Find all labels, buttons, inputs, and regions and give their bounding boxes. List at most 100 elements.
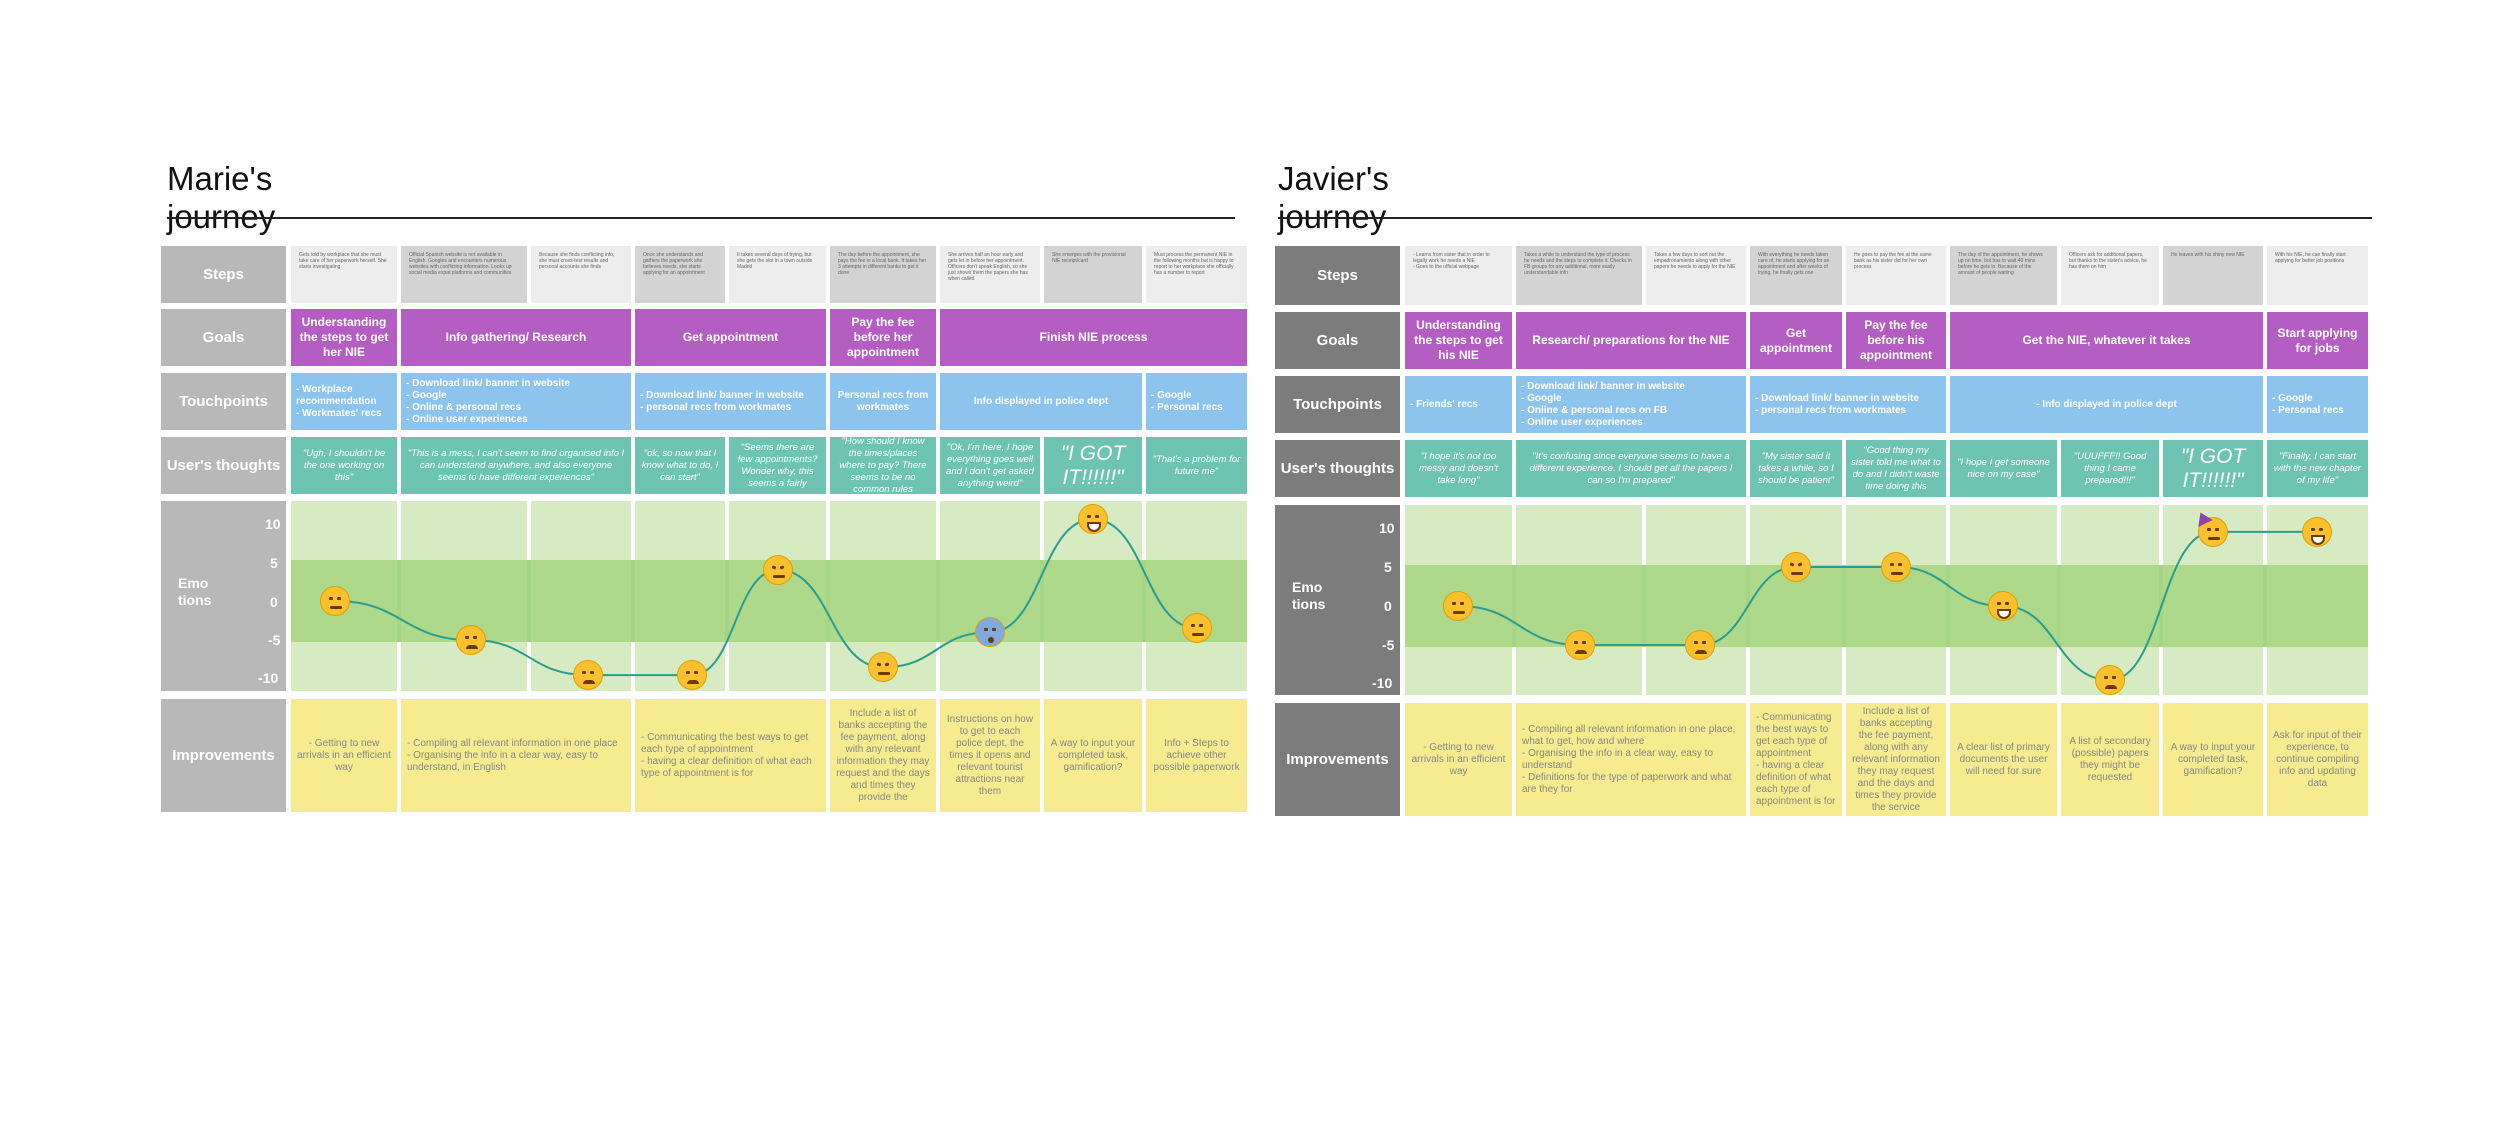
row-label-touchpoints: Touchpoints bbox=[161, 373, 286, 430]
journey-title: Javier's journey bbox=[1278, 160, 1389, 235]
goal-cell: Info gathering/ Research bbox=[401, 309, 631, 366]
step-cell: The day of the appointment, he shows up … bbox=[1950, 246, 2057, 305]
touchpoint-cell: - Google - Personal recs bbox=[1146, 373, 1247, 430]
thought-cell: "UUUFFF!! Good thing I came prepared!!!" bbox=[2061, 440, 2159, 497]
emotion-curve bbox=[1457, 530, 2317, 682]
improvement-cell: Instructions on how to get to each polic… bbox=[940, 699, 1040, 812]
emoji-fear-icon bbox=[975, 617, 1005, 648]
tick-label: -5 bbox=[268, 632, 281, 648]
touchpoint-cell: - Download link/ banner in website - Goo… bbox=[1516, 376, 1746, 433]
improvement-cell: Include a list of banks accepting the fe… bbox=[1846, 703, 1946, 816]
emotion-column bbox=[1846, 505, 1946, 695]
improvement-cell: A way to input your completed task, gami… bbox=[1044, 699, 1142, 812]
touchpoint-cell: Personal recs from workmates bbox=[830, 373, 936, 430]
touchpoint-cell: - Download link/ banner in website - per… bbox=[635, 373, 826, 430]
step-cell: With his NIE, he can finally start apply… bbox=[2267, 246, 2368, 305]
tick-label: 10 bbox=[265, 516, 281, 532]
thought-cell: "That's a problem for future me" bbox=[1146, 437, 1247, 494]
row-label-thoughts: User's thoughts bbox=[161, 437, 286, 494]
step-cell: It takes several days of trying, but she… bbox=[729, 246, 826, 303]
goal-cell: Understanding the steps to get his NIE bbox=[1405, 312, 1512, 369]
row-label-touchpoints: Touchpoints bbox=[1275, 376, 1400, 433]
row-label-improvements: Improvements bbox=[1275, 703, 1400, 816]
touchpoint-cell: - Friends' recs bbox=[1405, 376, 1512, 433]
thought-cell: "Ok, I'm here, I hope everything goes we… bbox=[940, 437, 1040, 494]
goal-cell: Finish NIE process bbox=[940, 309, 1247, 366]
step-cell: Must process the permanent NIE in the fo… bbox=[1146, 246, 1247, 303]
goal-cell: Understanding the steps to get her NIE bbox=[291, 309, 397, 366]
emoji-neutral-icon bbox=[1443, 591, 1473, 621]
tick-label: 0 bbox=[270, 594, 278, 610]
emoji-neutral-icon bbox=[320, 586, 350, 616]
emotion-column bbox=[1516, 505, 1642, 695]
thought-cell: "Finally, I can start with the new chapt… bbox=[2267, 440, 2368, 497]
thought-cell: "Ugh, I shouldn't be the one working on … bbox=[291, 437, 397, 494]
row-label-steps: Steps bbox=[1275, 246, 1400, 305]
emotion-column bbox=[531, 501, 631, 691]
emotion-column bbox=[401, 501, 527, 691]
improvement-cell: A way to input your completed task, gami… bbox=[2163, 703, 2263, 816]
step-cell: Official Spanish website is not availabl… bbox=[401, 246, 527, 303]
emoji-sad-icon bbox=[2095, 665, 2125, 696]
row-label-emotions bbox=[1275, 505, 1400, 695]
title-divider bbox=[1278, 217, 2372, 219]
row-label-goals: Goals bbox=[1275, 312, 1400, 369]
improvement-cell: - Getting to new arrivals in an efficien… bbox=[291, 699, 397, 812]
tick-label: 5 bbox=[270, 555, 278, 571]
improvement-cell: - Getting to new arrivals in an efficien… bbox=[1405, 703, 1512, 816]
step-cell: Takes a while to understand the type of … bbox=[1516, 246, 1642, 305]
improvement-cell: Info + Steps to achieve other possible p… bbox=[1146, 699, 1247, 812]
step-cell: Once she understands and gathers the pap… bbox=[635, 246, 725, 303]
emoji-neutral-icon bbox=[1182, 613, 1212, 644]
emotion-column bbox=[635, 501, 725, 691]
step-cell: Takes a few days to sort out the empadro… bbox=[1646, 246, 1746, 305]
tick-label: -5 bbox=[1382, 637, 1395, 653]
emotion-column bbox=[1646, 505, 1746, 695]
row-label-steps: Steps bbox=[161, 246, 286, 303]
step-cell: Gets told by workplace that she must tak… bbox=[291, 246, 397, 303]
step-cell: He leaves with his shiny new NIE bbox=[2163, 246, 2263, 305]
thought-cell: "I hope it's not too messy and doesn't t… bbox=[1405, 440, 1512, 497]
emoji-happy-icon bbox=[2302, 516, 2332, 547]
step-cell: He goes to pay the fee at the same bank … bbox=[1846, 246, 1946, 305]
goal-cell: Pay the fee before her appointment bbox=[830, 309, 936, 366]
emoji-sad-icon bbox=[573, 660, 603, 691]
step-cell: She arrives half an hour early and gets … bbox=[940, 246, 1040, 303]
improvement-cell: Ask for input of their experience, to co… bbox=[2267, 703, 2368, 816]
goal-cell: Pay the fee before his appointment bbox=[1846, 312, 1946, 369]
goal-cell: Start applying for jobs bbox=[2267, 312, 2368, 369]
touchpoint-cell: Info displayed in police dept bbox=[940, 373, 1142, 430]
improvement-cell: A clear list of primary documents the us… bbox=[1950, 703, 2057, 816]
thought-cell: "How should I know the times/places wher… bbox=[830, 437, 936, 494]
emoji-sad-icon bbox=[677, 660, 707, 691]
improvement-cell: - Communicating the best ways to get eac… bbox=[635, 699, 826, 812]
touchpoint-cell: - Google - Personal recs bbox=[2267, 376, 2368, 433]
touchpoint-cell: - Workplace recommendation - Workmates' … bbox=[291, 373, 397, 430]
tick-label: 10 bbox=[1379, 520, 1395, 536]
improvement-cell: - Compiling all relevant information in … bbox=[401, 699, 631, 812]
thought-cell: "This is a mess, I can't seem to find or… bbox=[401, 437, 631, 494]
goal-cell: Research/ preparations for the NIE bbox=[1516, 312, 1746, 369]
emotion-column bbox=[1146, 501, 1247, 691]
goal-cell: Get appointment bbox=[635, 309, 826, 366]
step-cell: Officers ask for additional papers, but … bbox=[2061, 246, 2159, 305]
emoji-party-icon bbox=[2198, 516, 2228, 547]
emoji-sad-icon bbox=[456, 625, 486, 655]
thought-cell: "It's confusing since everyone seems to … bbox=[1516, 440, 1746, 497]
step-cell: She emerges with the provisional NIE rec… bbox=[1044, 246, 1142, 303]
improvement-cell: - Compiling all relevant information in … bbox=[1516, 703, 1746, 816]
tick-label: -10 bbox=[1372, 675, 1393, 691]
emotion-column bbox=[940, 501, 1040, 691]
improvement-cell: - Communicating the best ways to get eac… bbox=[1750, 703, 1842, 816]
step-cell: - Learns from sister that in order to le… bbox=[1405, 246, 1512, 305]
emoji-angry-icon bbox=[1781, 552, 1811, 582]
step-cell: With everything he needs taken care of, … bbox=[1750, 246, 1842, 305]
emoji-angry-icon bbox=[763, 554, 793, 585]
emotion-column bbox=[2061, 505, 2159, 695]
improvement-cell: Include a list of banks accepting the fe… bbox=[830, 699, 936, 812]
tick-label: 0 bbox=[1384, 598, 1392, 614]
row-label-thoughts: User's thoughts bbox=[1275, 440, 1400, 497]
goal-cell: Get the NIE, whatever it takes bbox=[1950, 312, 2263, 369]
